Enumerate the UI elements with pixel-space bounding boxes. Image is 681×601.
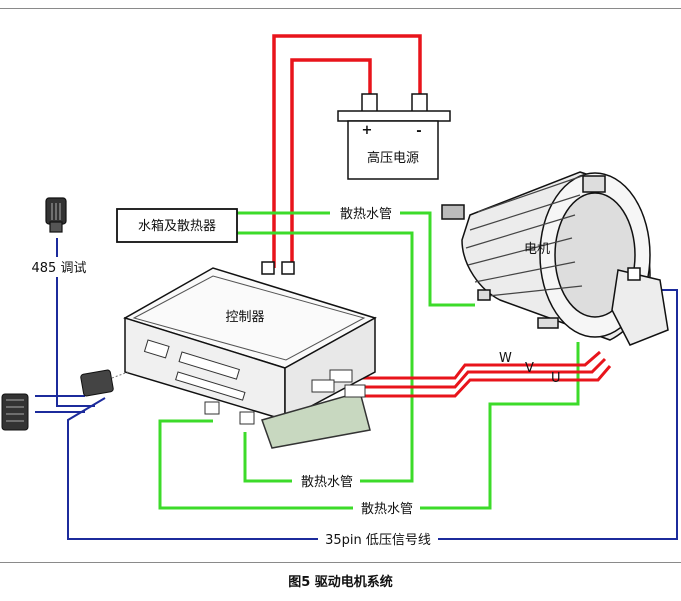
pipe-outer-to-motor: [419, 342, 580, 510]
debug-connector-icon: [45, 197, 67, 233]
pipe-controller-mid: [243, 432, 292, 483]
radiator: 水箱及散热器: [116, 208, 238, 243]
hv-wire-positive: [290, 58, 372, 268]
signal-line-left: [67, 397, 318, 540]
phase-u-wire: [352, 365, 612, 398]
hv-power-wires: [272, 34, 422, 268]
phase-wires: [352, 350, 612, 398]
phase-u-label: U: [551, 371, 561, 386]
debug-label: 485 调试: [32, 261, 87, 276]
controller: 控制器: [123, 261, 377, 449]
signal-line-right: [438, 289, 678, 540]
bottom-rule: [0, 562, 681, 563]
controller-label: 控制器: [225, 310, 264, 325]
motor: 电机: [441, 171, 669, 346]
phase-w-wire: [352, 350, 601, 380]
pipe-label-top: 散热水管: [340, 207, 392, 222]
pipe-radiator-to-motor: [400, 211, 475, 307]
battery-plus-sign: +: [362, 123, 373, 138]
pipe-radiator-return: [237, 231, 414, 483]
pipe-controller-outer: [158, 419, 353, 510]
plug-left-icon: [1, 393, 29, 431]
motor-label: 电机: [524, 242, 550, 257]
debug-485-line: [56, 238, 95, 407]
plug-center-icon: [80, 369, 129, 397]
hv-battery: + - 高压电源: [337, 93, 451, 180]
pipe-label-bottom: 散热水管: [361, 502, 413, 517]
top-rule: [0, 8, 681, 9]
radiator-label: 水箱及散热器: [138, 218, 216, 234]
hv-wire-negative: [272, 34, 422, 268]
phase-v-wire: [352, 357, 607, 389]
coolant-pipes: [158, 211, 580, 510]
phase-w-label: W: [499, 351, 512, 366]
battery-label: 高压电源: [367, 150, 419, 166]
battery-minus-sign: -: [416, 124, 421, 139]
phase-v-label: V: [525, 361, 534, 376]
signal-lines: [35, 238, 678, 540]
pipe-label-middle: 散热水管: [301, 475, 353, 490]
signal-label: 35pin 低压信号线: [325, 533, 431, 548]
figure-caption: 图5 驱动电机系统: [288, 575, 393, 590]
